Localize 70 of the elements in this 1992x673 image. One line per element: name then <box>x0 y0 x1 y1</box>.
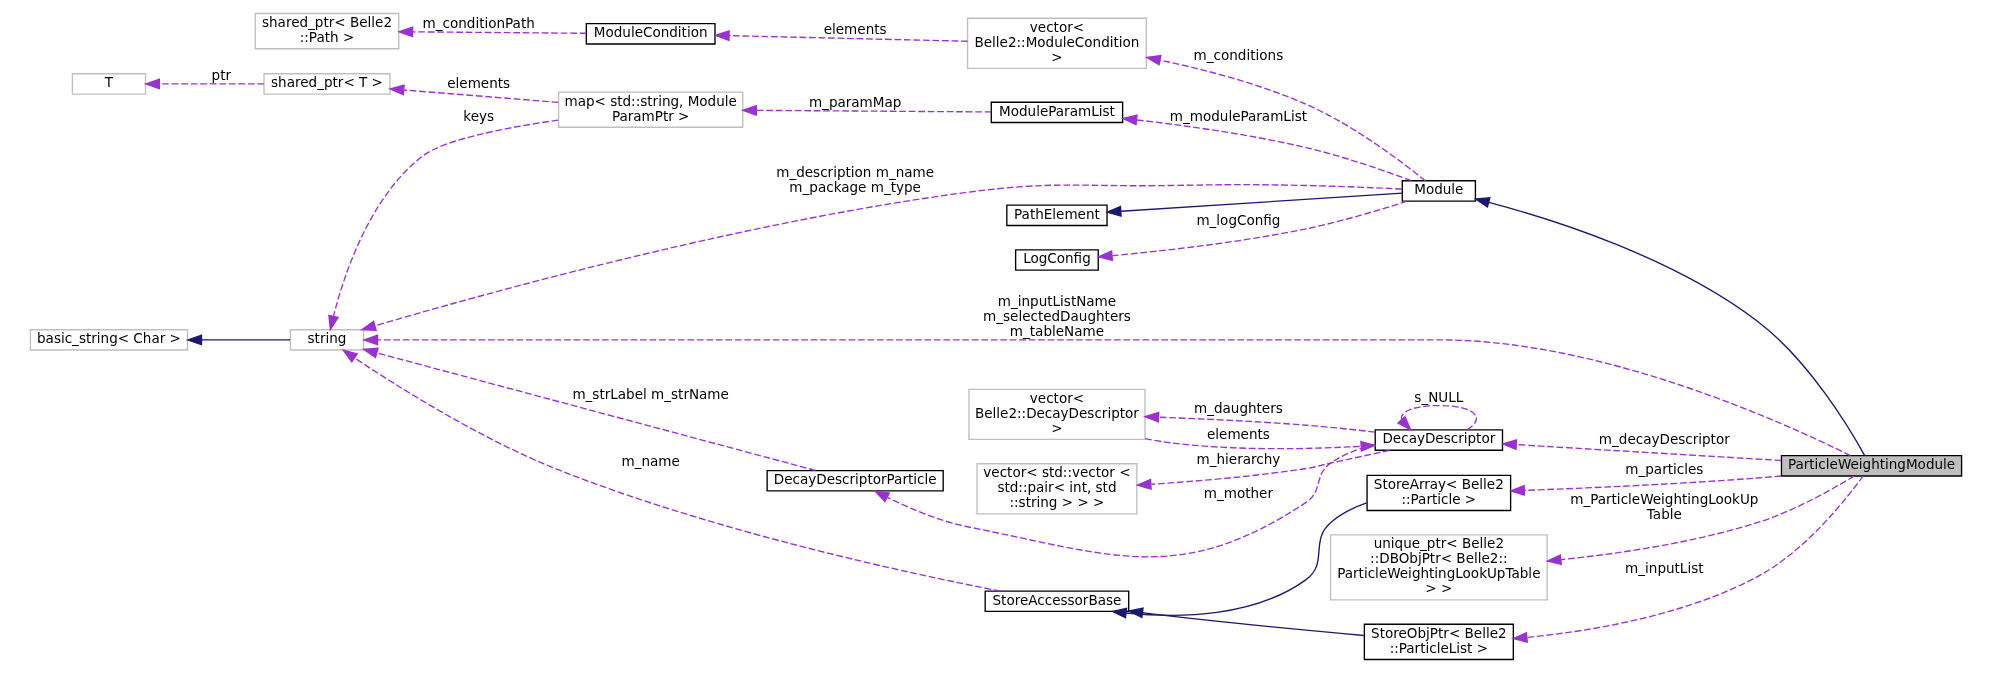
arrow <box>1135 449 1391 490</box>
node-box: ModuleCondition <box>585 23 716 45</box>
arrow <box>1545 475 1855 566</box>
edge-label: m_inputList <box>1625 559 1704 576</box>
node-box: map< std::string, Module ParamPtr > <box>557 91 744 128</box>
arrow <box>1110 502 1368 619</box>
edge-label: m_description m_name m_package m_type <box>776 164 935 196</box>
node-box: shared_ptr< T > <box>263 73 391 95</box>
arrow <box>361 334 1851 457</box>
edge-label: m_name <box>621 452 680 469</box>
edge-label: keys <box>463 107 495 124</box>
node-box: vector< Belle2::DecayDescriptor > <box>968 388 1146 441</box>
node-box: StoreArray< Belle2 ::Particle > <box>1366 474 1512 512</box>
arrow <box>328 119 559 332</box>
arrow <box>713 29 969 42</box>
node-box: shared_ptr< Belle2 ::Path > <box>254 12 400 50</box>
edge-label: m_logConfig <box>1196 211 1281 228</box>
node-box: vector< Belle2::ModuleCondition > <box>966 17 1147 70</box>
node-box: ModuleParamList <box>990 101 1124 124</box>
node-box: StoreObjPtr< Belle2 ::ParticleList > <box>1363 623 1514 661</box>
edge-label: m_decayDescriptor <box>1598 431 1730 448</box>
arrow <box>185 334 291 346</box>
edge-label: elements <box>447 74 511 91</box>
node-box: vector< std::vector < std::pair< int, std ::string > > > <box>976 463 1138 515</box>
edge-label: m_daughters <box>1194 400 1283 417</box>
arrow <box>1105 192 1403 217</box>
node-box: basic_string< Char > <box>29 329 189 351</box>
edge-label: s_NULL <box>1414 388 1464 405</box>
node-box: Module <box>1401 180 1477 202</box>
arrow <box>1121 114 1412 182</box>
edge-label: m_particles <box>1625 460 1704 477</box>
node-box: LogConfig <box>1014 249 1099 271</box>
arrow <box>143 78 265 90</box>
node-box: DecayDescriptorParticle <box>766 469 944 492</box>
arrow <box>388 84 559 104</box>
arrow <box>1144 437 1377 452</box>
edge-label: m_paramMap <box>808 93 902 110</box>
edge-label: elements <box>1206 425 1270 442</box>
arrow <box>740 104 992 117</box>
edge-label: ptr <box>211 66 232 83</box>
arrow <box>361 347 817 472</box>
node-box: PathElement <box>1006 204 1108 227</box>
arrow <box>1500 439 1782 462</box>
arrow <box>1473 197 1866 457</box>
edge-label: m_hierarchy <box>1196 451 1281 468</box>
arrow <box>1508 475 1782 496</box>
edge-label: elements <box>823 20 887 37</box>
arrow <box>341 349 1001 592</box>
edge-label: m_conditions <box>1193 46 1284 63</box>
node-box: unique_ptr< Belle2 ::DBObjPtr< Belle2:: ParticleWeightingLookUpTable > > <box>1329 534 1548 601</box>
edge-label: m_moduleParamList <box>1169 107 1308 124</box>
arrow <box>359 184 1403 332</box>
node-box: DecayDescriptor <box>1374 429 1504 451</box>
arrow <box>1126 607 1365 637</box>
arrow <box>1144 54 1426 182</box>
node-box: T <box>71 73 147 95</box>
arrow <box>1396 404 1478 432</box>
arrow <box>397 26 587 38</box>
edge-label: m_ParticleWeightingLookUp Table <box>1570 490 1759 522</box>
arrow <box>1142 411 1376 433</box>
edge-label: m_conditionPath <box>422 15 535 32</box>
arrow <box>1096 200 1408 262</box>
edge-label: m_mother <box>1203 485 1274 502</box>
edge-label: m_strLabel m_strName <box>572 386 729 403</box>
node-box: StoreAccessorBase <box>984 590 1130 613</box>
node-box: string <box>289 329 365 351</box>
arrow <box>1511 475 1864 643</box>
node-box: ParticleWeightingModule <box>1780 455 1963 477</box>
edge-label: m_inputListName m_selectedDaughters m_tableName <box>983 293 1131 339</box>
arrow <box>873 444 1376 558</box>
